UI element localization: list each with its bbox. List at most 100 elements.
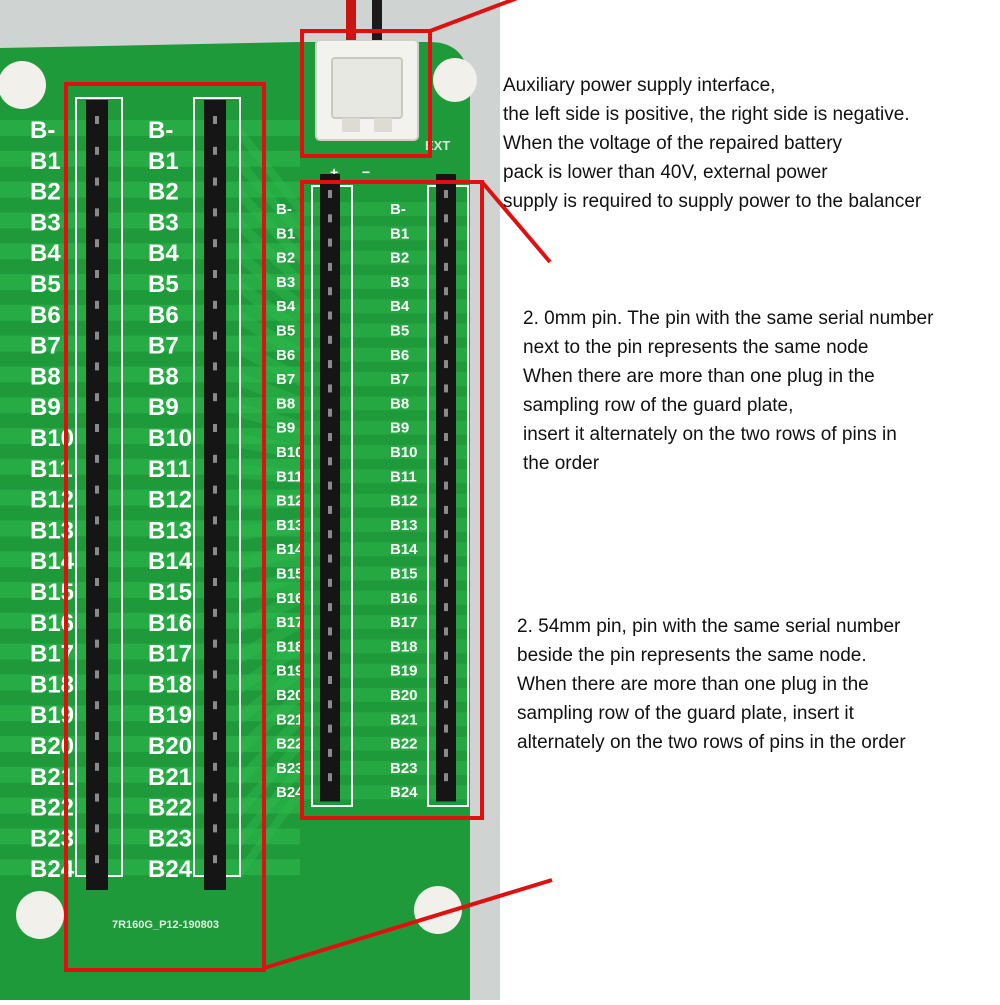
header-pin xyxy=(95,732,99,740)
pin-label: B21 xyxy=(390,711,418,728)
header-pin xyxy=(328,433,332,441)
header-pin xyxy=(444,627,448,636)
pin-label: B4 xyxy=(30,240,61,267)
pin-label: B10 xyxy=(276,444,304,461)
header-pin xyxy=(444,262,448,271)
header-pin xyxy=(328,578,332,587)
annotation-line: When there are more than one plug in the xyxy=(523,366,875,387)
pin-label: B7 xyxy=(390,371,409,388)
header-pin xyxy=(95,516,99,525)
header-pin xyxy=(95,424,99,432)
pin-label: B9 xyxy=(148,394,179,421)
annotation-line: Auxiliary power supply interface, xyxy=(503,75,776,96)
header-pin xyxy=(444,335,448,344)
annotation-line: sampling row of the guard plate, xyxy=(523,395,794,416)
header-pin xyxy=(328,214,332,223)
header-pin xyxy=(444,433,448,441)
pin-label: B21 xyxy=(276,711,304,728)
header-pin xyxy=(444,578,448,587)
pin-label: B23 xyxy=(390,760,418,777)
pin-label: B11 xyxy=(390,468,417,485)
header-pin xyxy=(328,554,332,563)
header-pin xyxy=(444,311,448,320)
pin-label: B13 xyxy=(390,517,418,534)
annotation-254mm-pin: 2. 54mm pin, pin with the same serial nu… xyxy=(517,612,906,757)
pin-label: B- xyxy=(276,201,292,218)
pin-label: B3 xyxy=(30,209,61,236)
silkscreen-code: 7R160G_P12-190803 xyxy=(112,919,219,931)
pin-label: B4 xyxy=(148,240,179,267)
header-pin xyxy=(95,239,99,248)
header-pin xyxy=(213,762,217,771)
annotation-line: 2. 54mm pin, pin with the same serial nu… xyxy=(517,616,901,637)
header-pin xyxy=(328,627,332,636)
header-pin xyxy=(444,214,448,223)
header-pin xyxy=(213,516,217,525)
aux-power-connector xyxy=(315,0,419,141)
header-pin xyxy=(328,408,332,417)
pin-label: B20 xyxy=(390,687,418,704)
pin-label: B3 xyxy=(390,274,409,291)
pin-label: B8 xyxy=(276,395,295,412)
header-pin xyxy=(95,393,99,402)
header-pin xyxy=(95,177,99,186)
pcb-trace xyxy=(240,464,470,484)
annotation-line: When there are more than one plug in the xyxy=(517,674,869,695)
annotation-line: the order xyxy=(523,453,600,474)
header-pin xyxy=(328,311,332,320)
header-pin xyxy=(444,651,448,660)
pin-label: B22 xyxy=(148,795,192,822)
header-pin xyxy=(444,773,448,782)
pin-label: B5 xyxy=(276,323,295,340)
header-pin xyxy=(213,177,217,186)
header-pin xyxy=(328,651,332,660)
annotation-line: When the voltage of the repaired battery xyxy=(503,133,843,154)
pin-label: B1 xyxy=(30,148,61,175)
pin-label: B8 xyxy=(148,363,179,390)
pin-header-strip xyxy=(204,100,226,890)
pin-label: B15 xyxy=(148,579,192,606)
annotation-line: 2. 0mm pin. The pin with the same serial… xyxy=(523,308,934,329)
header-pin xyxy=(95,824,99,833)
pin-label: B1 xyxy=(148,148,179,175)
header-pin xyxy=(213,362,217,371)
header-pin xyxy=(213,208,217,217)
header-pin xyxy=(328,457,332,466)
pin-label: B16 xyxy=(148,610,192,637)
header-pin xyxy=(328,262,332,271)
annotation-line: pack is lower than 40V, external power xyxy=(503,162,828,183)
pcb-trace xyxy=(240,542,470,572)
header-pin xyxy=(328,700,332,709)
pin-label: B15 xyxy=(276,566,304,583)
annotation-line: beside the pin represents the same node. xyxy=(517,645,867,666)
pin-label: B23 xyxy=(276,760,304,777)
header-pin xyxy=(444,384,448,393)
pcb-trace xyxy=(240,434,470,459)
annotation-aux-power: Auxiliary power supply interface,the lef… xyxy=(503,71,921,216)
pin-label: B22 xyxy=(390,736,418,753)
header-pin xyxy=(444,530,448,539)
header-pin xyxy=(328,505,332,514)
pcb-trace xyxy=(240,249,470,314)
pin-label: B3 xyxy=(276,274,295,291)
pin-label: B17 xyxy=(148,641,192,668)
pcb-trace xyxy=(240,663,470,726)
header-pin xyxy=(95,208,99,217)
pin-label: B3 xyxy=(148,209,179,236)
polarity-plus-label: + xyxy=(330,164,338,180)
pcb-trace xyxy=(240,566,470,602)
pin-label: B1 xyxy=(276,225,295,242)
pin-label: B12 xyxy=(390,493,418,510)
pin-label: B18 xyxy=(148,671,192,698)
pin-label: B24 xyxy=(276,784,304,801)
pin-label: B8 xyxy=(390,395,409,412)
pin-label: B14 xyxy=(390,541,418,558)
header-pin xyxy=(213,608,217,617)
pin-headers xyxy=(86,100,456,890)
header-pin xyxy=(95,608,99,617)
pin-label: B24 xyxy=(148,856,193,883)
pin-label: B- xyxy=(30,117,55,144)
header-pin xyxy=(95,578,99,586)
header-pin xyxy=(444,748,448,757)
header-pin xyxy=(444,481,448,490)
